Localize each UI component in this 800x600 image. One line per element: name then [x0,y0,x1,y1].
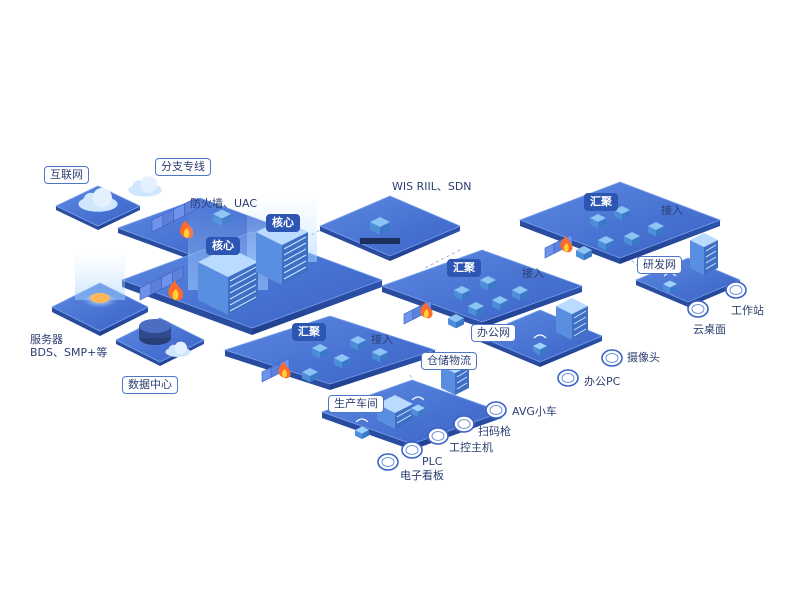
wifi-terminal-icon [453,415,475,433]
wifi-terminal-icon [557,369,579,387]
access-point-icon [533,334,547,356]
building-icon [690,233,718,275]
fire-icon [168,280,184,301]
switch-icon [334,354,350,369]
wifi-terminal-icon [601,349,623,367]
access-point-icon [411,396,425,418]
switch-icon [312,344,328,359]
switch-icon [480,276,496,291]
label-warehouse-logistics: 仓储物流 [421,352,477,370]
label-server: 服务器 [30,333,63,346]
building-icon [556,298,588,340]
fire-icon [420,301,433,319]
label-camera: 摄像头 [627,351,660,364]
firewall-icon [139,265,184,301]
sdn-controller-icon [360,238,400,244]
database-icon [139,319,171,333]
wifi-terminal-icon [401,441,423,459]
label-server-sub: BDS、SMP+等 [30,346,108,359]
label-production-workshop: 生产车间 [328,395,384,413]
firewall-icon [151,197,196,233]
label-cloud-desktop: 云桌面 [693,323,726,336]
switch-icon [624,232,640,247]
label-aggregation-2: 汇聚 [447,259,481,277]
label-office-pc: 办公PC [584,375,621,388]
access-point-icon [663,272,677,294]
label-data-center: 数据中心 [122,376,178,394]
wifi-terminal-icon [687,300,709,318]
label-office-network: 办公网 [471,324,516,342]
wifi-terminal-icon [485,401,507,419]
switch-icon [302,368,318,383]
label-plc: PLC [422,455,443,468]
switch-icon [576,246,592,261]
core-switch-icon [256,219,308,285]
server-core-icon [90,293,110,303]
switch-icon [372,348,388,363]
label-firewall-uac: 防火墙、UAC [190,197,258,210]
switch-icon [350,336,366,351]
cloud-icon [78,187,118,212]
switch-icon [448,314,464,329]
cloud-icon [128,176,162,197]
switch-icon [614,206,630,221]
label-access-2: 接入 [522,267,544,280]
switch-icon [590,214,606,229]
access-point-icon [355,418,369,440]
fire-icon [278,361,291,379]
label-agv-cart: AVG小车 [512,405,557,418]
switch-icon [492,296,508,311]
switch-icon [512,286,528,301]
switch-icon [648,222,664,237]
switch-icon [468,302,484,317]
label-electronic-board: 电子看板 [400,469,444,482]
server-icon [370,217,390,235]
switch-icon [454,286,470,301]
label-wis-riil-sdn: WIS RIIL、SDN [392,180,472,193]
label-workstation: 工作站 [731,304,764,317]
label-core-1: 核心 [206,237,240,255]
label-aggregation-3: 汇聚 [584,193,618,211]
switch-icon [598,236,614,251]
label-access-1: 接入 [371,333,393,346]
label-industrial-host: 工控主机 [449,441,493,454]
fire-icon [560,235,573,253]
label-core-2: 核心 [266,214,300,232]
label-access-3: 接入 [661,204,683,217]
wifi-terminal-icon [725,281,747,299]
cloud-icon [165,341,191,357]
label-branch-line: 分支专线 [155,158,211,176]
label-scanner: 扫码枪 [478,425,511,438]
label-research-network: 研发网 [637,256,682,274]
server-halo [75,250,125,300]
label-internet: 互联网 [44,166,89,184]
wifi-terminal-icon [427,427,449,445]
label-aggregation-1: 汇聚 [292,323,326,341]
wifi-terminal-icon [377,453,399,471]
